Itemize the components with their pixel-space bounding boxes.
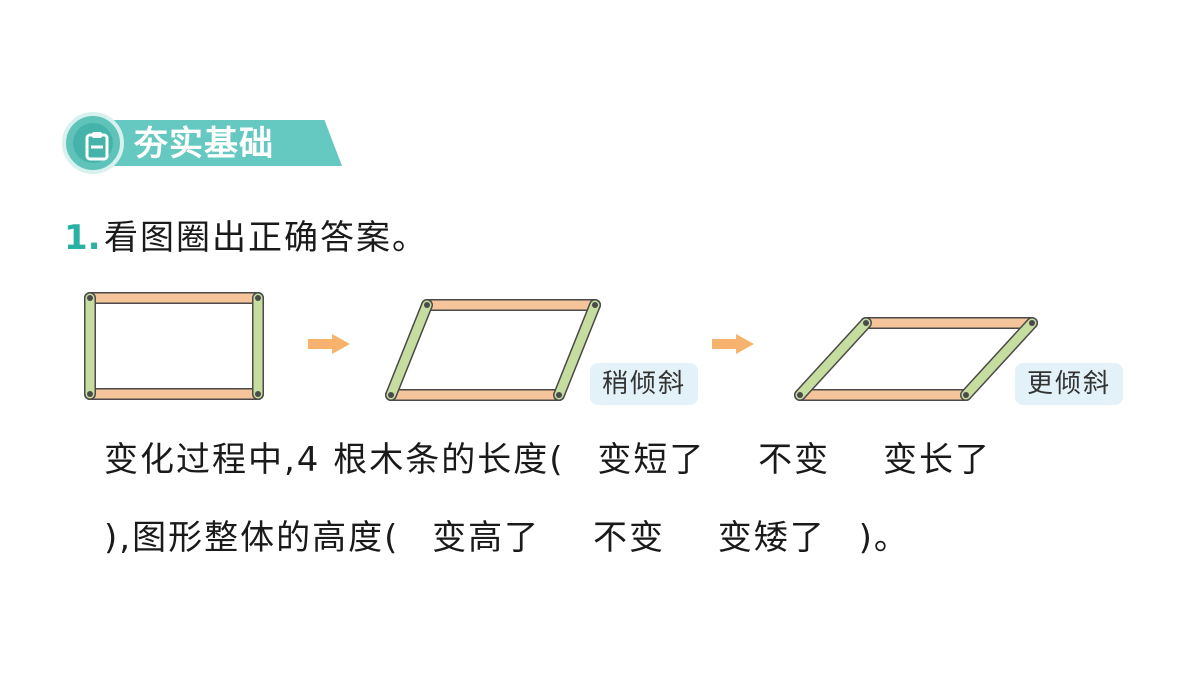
option-longer[interactable]: 变长了 (882, 440, 991, 480)
option-taller[interactable]: 变高了 (432, 518, 541, 558)
more-tilt-figure (794, 317, 1038, 401)
answer-line-2: ),图形整体的高度( 变高了 不变 变矮了 )。 (104, 516, 910, 560)
question-number: 1. (64, 218, 101, 258)
stick-figures (84, 292, 1038, 401)
line2-prefix: ),图形整体的高度( (104, 518, 400, 558)
right-arrow-icon (308, 334, 350, 354)
section-banner (92, 120, 342, 166)
rectangle-figure (84, 292, 264, 400)
question-prompt: 看图圈出正确答案。 (104, 218, 428, 258)
section-header: 夯实基础 (62, 112, 352, 182)
slight-tilt-figure (385, 299, 601, 401)
tag-slight-tilt: 稍倾斜 (590, 363, 699, 405)
line1-prefix: 变化过程中,4 根木条的长度( (104, 440, 565, 480)
option-shorter[interactable]: 变短了 (597, 440, 706, 480)
line2-suffix: )。 (858, 518, 910, 558)
section-title: 夯实基础 (134, 124, 274, 164)
tag-more-tilt: 更倾斜 (1015, 363, 1124, 405)
option-shorter-height[interactable]: 变矮了 (717, 518, 826, 558)
clipboard-icon (62, 112, 124, 174)
option-unchanged-height[interactable]: 不变 (592, 518, 665, 558)
answer-line-1: 变化过程中,4 根木条的长度( 变短了 不变 变长了 (104, 438, 1011, 482)
right-arrow-icon (712, 334, 754, 354)
option-unchanged-length[interactable]: 不变 (758, 440, 831, 480)
